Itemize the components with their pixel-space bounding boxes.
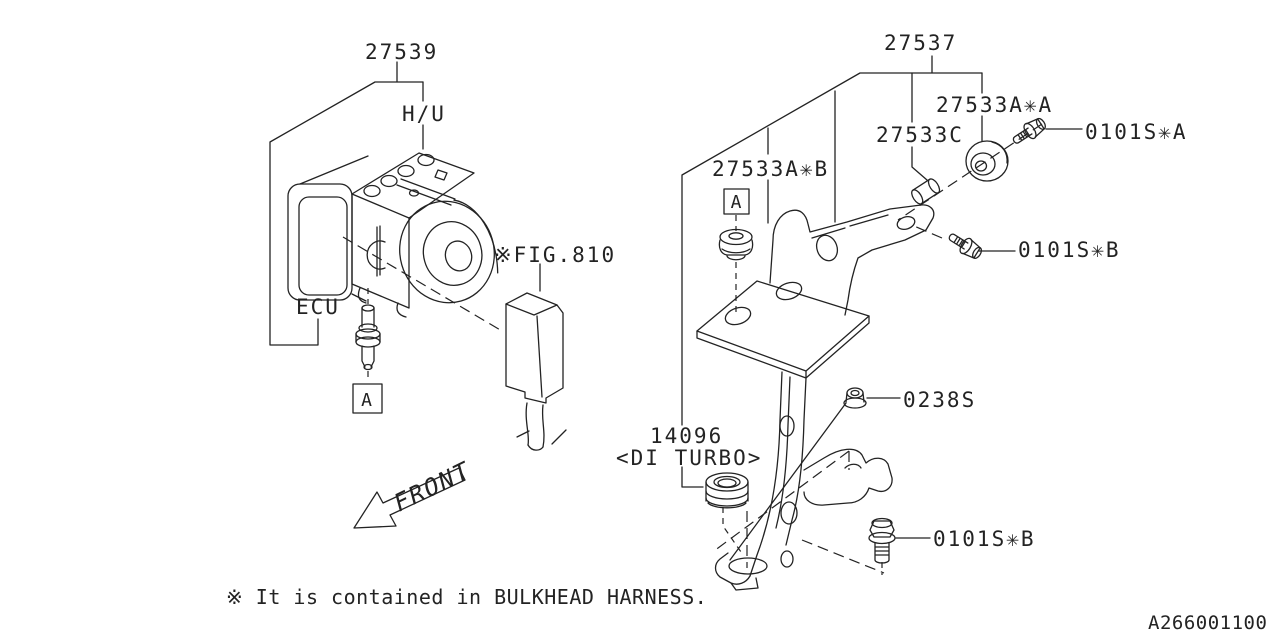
- bolt-a-axis: [898, 124, 1042, 220]
- bolt-b-lower-part: [869, 519, 895, 564]
- bracket-leaders: [682, 56, 982, 425]
- part-label-bolt-b-lower: 0101S✳B: [933, 527, 1036, 551]
- harness-connector: [506, 293, 566, 450]
- grommet-axis: [723, 507, 741, 552]
- section-marker-box-left: A: [353, 384, 382, 413]
- part-label-27539: 27539: [365, 40, 438, 64]
- damper-a-part: [966, 141, 1008, 181]
- phantom-panel: [714, 451, 884, 573]
- drawing-number: A266001100: [1148, 612, 1267, 634]
- connector-axis: [343, 237, 502, 331]
- bolt-b-upper-axis: [914, 226, 942, 238]
- damper-b-part: [719, 230, 752, 260]
- part-label-spacer: 27533C: [876, 123, 964, 147]
- grommet-part: [706, 473, 748, 508]
- fig-ref-label: ※FIG.810: [494, 243, 616, 267]
- part-label-27537: 27537: [884, 31, 957, 55]
- part-label-damper-b: 27533A✳B: [712, 157, 829, 181]
- part-label-hu: H/U: [402, 102, 446, 126]
- front-label: FRONT: [389, 456, 475, 517]
- footnote: ※ It is contained in BULKHEAD HARNESS.: [226, 585, 707, 609]
- hu-assembly-leaders: [270, 62, 423, 345]
- hu-valve-block: [352, 153, 474, 317]
- part-label-bolt-b-upper: 0101S✳B: [1018, 238, 1121, 262]
- part-label-nut: 0238S: [903, 388, 976, 412]
- section-marker-left: A: [361, 390, 373, 411]
- bracket-body: [697, 205, 934, 590]
- hu-pump-motor: [388, 190, 506, 314]
- nut-part: [844, 388, 866, 408]
- part-label-ecu: ECU: [296, 295, 340, 319]
- part-label-damper-a: 27533A✳A: [936, 93, 1053, 117]
- nut-stud-line: [730, 403, 846, 560]
- part-label-grommet: 14096: [650, 424, 723, 448]
- ecu-box: [288, 156, 368, 301]
- bolt-b-upper-part: [945, 229, 984, 262]
- part-label-grommet-note: <DI TURBO>: [616, 446, 762, 470]
- bolt-a-part: [1009, 115, 1048, 149]
- hu-sensor-valve: [356, 305, 380, 370]
- grommet-leader: [682, 467, 703, 487]
- section-marker-right: A: [731, 192, 743, 213]
- front-arrow: FRONT: [354, 456, 476, 528]
- part-label-bolt-a: 0101S✳A: [1085, 120, 1188, 144]
- section-marker-box-right: A: [724, 189, 749, 214]
